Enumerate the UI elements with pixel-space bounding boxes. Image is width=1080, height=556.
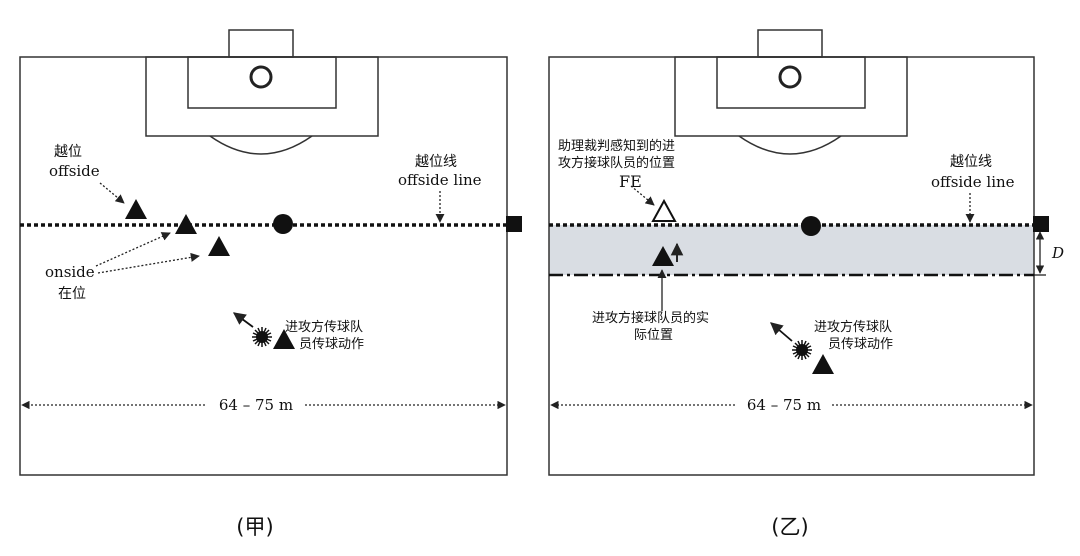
right-fe-label: FE <box>619 172 642 191</box>
right-second-last-defender <box>801 216 821 236</box>
right-perceived-pointer <box>630 185 655 206</box>
right-passer-label-line1: 进攻方传球队 <box>814 319 892 335</box>
right-assistant-referee-marker <box>1033 216 1049 232</box>
left-onside-pointer-2 <box>97 252 200 274</box>
right-perceived-label-line2: 攻方接球队员的位置 <box>558 155 675 171</box>
right-goal <box>757 29 823 58</box>
left-goal-area <box>187 56 337 109</box>
right-actual-position-player <box>652 246 674 266</box>
left-offside-label-cn: 越位 <box>54 144 82 160</box>
right-pass-direction-arrow <box>770 322 793 342</box>
right-width-label: 64 – 75 m <box>747 396 821 414</box>
left-penalty-arc <box>209 135 313 155</box>
left-onside-label-cn: 在位 <box>58 286 86 302</box>
left-pass-direction-arrow <box>232 312 254 328</box>
right-goal-area <box>716 56 866 109</box>
right-caption: (乙) <box>771 515 808 539</box>
left-onside-player-2 <box>208 236 230 256</box>
left-caption: (甲) <box>236 515 273 539</box>
right-offside-line-label-en: offside line <box>931 173 1015 191</box>
left-penalty-spot <box>249 65 273 89</box>
right-diagram: D 助理裁判感知到的进 攻方接球队员的位置 FE <box>548 29 1064 539</box>
left-offside-label-en: offside <box>49 162 100 180</box>
right-penalty-area <box>674 56 908 137</box>
left-goal <box>228 29 294 58</box>
left-onside-label-en: onside <box>45 263 95 281</box>
right-perceived-position-player <box>651 198 677 222</box>
left-diagram: 越位 offside 越位线 offside line onside 在位 进攻… <box>19 29 522 539</box>
left-onside-pointer-1 <box>95 232 171 267</box>
left-onside-player-1 <box>175 214 197 234</box>
left-offside-line-label-en: offside line <box>398 171 482 189</box>
left-passer-label-line2: 员传球动作 <box>299 337 364 352</box>
right-actual-label-line2: 际位置 <box>634 328 673 343</box>
right-passer-label-line2: 员传球动作 <box>828 337 893 352</box>
right-distance-label: D <box>1051 244 1064 262</box>
left-pass-star-icon <box>252 327 272 347</box>
right-offside-line-label-cn: 越位线 <box>950 154 992 170</box>
left-offside-line-label-cn: 越位线 <box>415 154 457 170</box>
right-pass-star-icon <box>792 340 812 360</box>
right-penalty-arc <box>738 135 842 155</box>
left-passer-label-line1: 进攻方传球队 <box>285 319 363 335</box>
left-offside-pointer <box>99 182 125 204</box>
left-passer-player <box>273 329 295 349</box>
right-penalty-spot <box>778 65 802 89</box>
left-second-last-defender <box>273 214 293 234</box>
right-actual-label-line1: 进攻方接球队员的实 <box>592 310 709 326</box>
left-width-label: 64 – 75 m <box>219 396 293 414</box>
left-offside-player <box>125 199 147 219</box>
right-error-band <box>549 225 1034 275</box>
left-penalty-area <box>145 56 379 137</box>
right-passer-player <box>812 354 834 374</box>
right-perceived-label-line1: 助理裁判感知到的进 <box>558 138 675 154</box>
left-assistant-referee-marker <box>506 216 522 232</box>
